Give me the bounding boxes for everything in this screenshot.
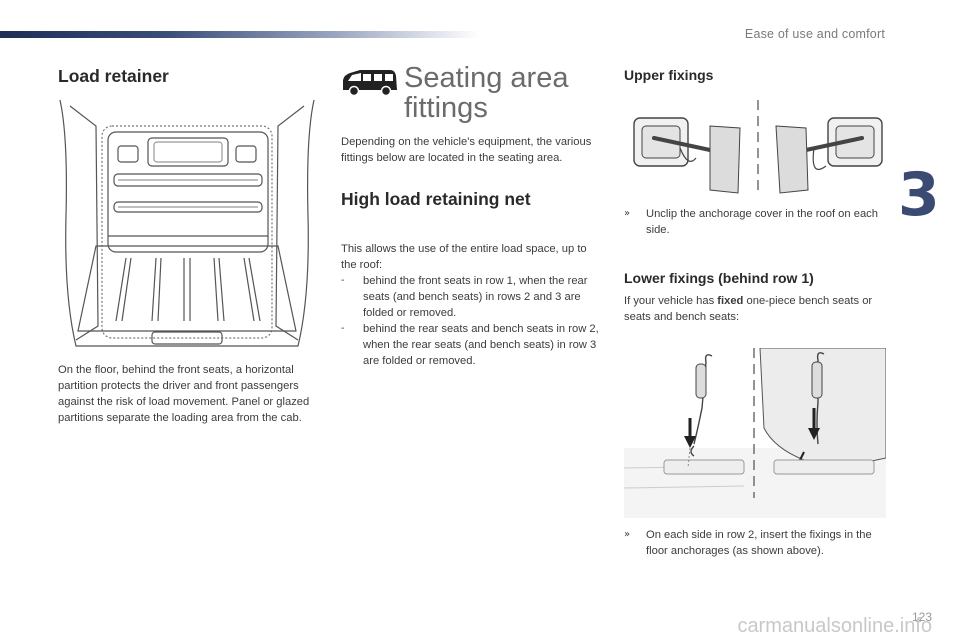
van-icon: [343, 70, 397, 96]
seating-area-intro: Depending on the vehicle's equipment, th…: [341, 136, 592, 164]
list-item-text: On each side in row 2, insert the fixing…: [646, 529, 872, 557]
list-item: » On each side in row 2, insert the fixi…: [624, 527, 886, 559]
lower-fixings-intro-after: one-piece bench seats or seats and bench…: [624, 295, 873, 323]
list-marker: -: [341, 323, 345, 334]
list-marker: -: [341, 275, 345, 286]
seating-title-line1: Seating area: [404, 62, 569, 94]
list-item-text: behind the front seats in row 1, when th…: [363, 275, 588, 319]
section-title: Ease of use and comfort: [744, 27, 885, 41]
high-load-net-text: This allows the use of the entire load s…: [341, 241, 603, 369]
lower-fixings-text: » On each side in row 2, insert the fixi…: [624, 527, 886, 559]
list-item: » Unclip the anchorage cover in the roof…: [624, 206, 886, 238]
lower-fixings-illustration: [624, 348, 886, 518]
seating-title-line2: fittings: [404, 92, 488, 124]
seating-area-title: Seating area fittings: [404, 63, 604, 123]
lower-fixings-intro: If your vehicle has fixed one-piece benc…: [624, 293, 886, 325]
high-load-net-intro: This allows the use of the entire load s…: [341, 243, 587, 271]
load-space-illustration: [59, 99, 315, 347]
chapter-number: 3: [898, 160, 940, 230]
list-item-text: behind the rear seats and bench seats in…: [363, 323, 599, 367]
list-item: - behind the front seats in row 1, when …: [341, 273, 603, 321]
lower-fixings-intro-before: If your vehicle has: [624, 295, 718, 307]
upper-fixings-illustration: [633, 100, 883, 196]
load-retainer-heading: Load retainer: [58, 66, 169, 86]
load-retainer-paragraph: On the floor, behind the front seats, a …: [58, 364, 310, 424]
list-item: - behind the rear seats and bench seats …: [341, 321, 603, 369]
high-load-net-heading: High load retaining net: [341, 189, 531, 209]
bullet-marker: »: [624, 208, 631, 219]
lower-fixings-heading: Lower fixings (behind row 1): [624, 270, 814, 286]
bullet-marker: »: [624, 529, 631, 540]
page-number: 123: [911, 610, 932, 624]
watermark: carmanualsonline.info: [737, 615, 932, 637]
upper-fixings-heading: Upper fixings: [624, 67, 714, 83]
list-item-text: Unclip the anchorage cover in the roof o…: [646, 208, 878, 236]
header-gradient-bar: [0, 31, 480, 38]
upper-fixings-text: » Unclip the anchorage cover in the roof…: [624, 206, 886, 238]
lower-fixings-intro-bold: fixed: [717, 295, 744, 307]
